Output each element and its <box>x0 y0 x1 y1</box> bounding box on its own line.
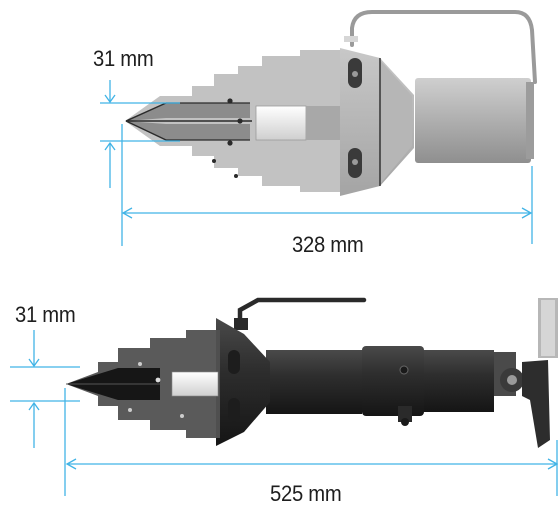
side-length-label: 525 mm <box>270 481 342 506</box>
dimension-lines-top <box>100 80 533 246</box>
side-thickness-label: 31 mm <box>15 302 76 327</box>
top-length-label: 328 mm <box>292 232 364 257</box>
dimension-lines-side <box>10 330 558 496</box>
tool-top-view-drawing <box>125 10 537 196</box>
top-thickness-label: 31 mm <box>93 46 154 71</box>
tool-side-view-drawing <box>66 297 558 448</box>
